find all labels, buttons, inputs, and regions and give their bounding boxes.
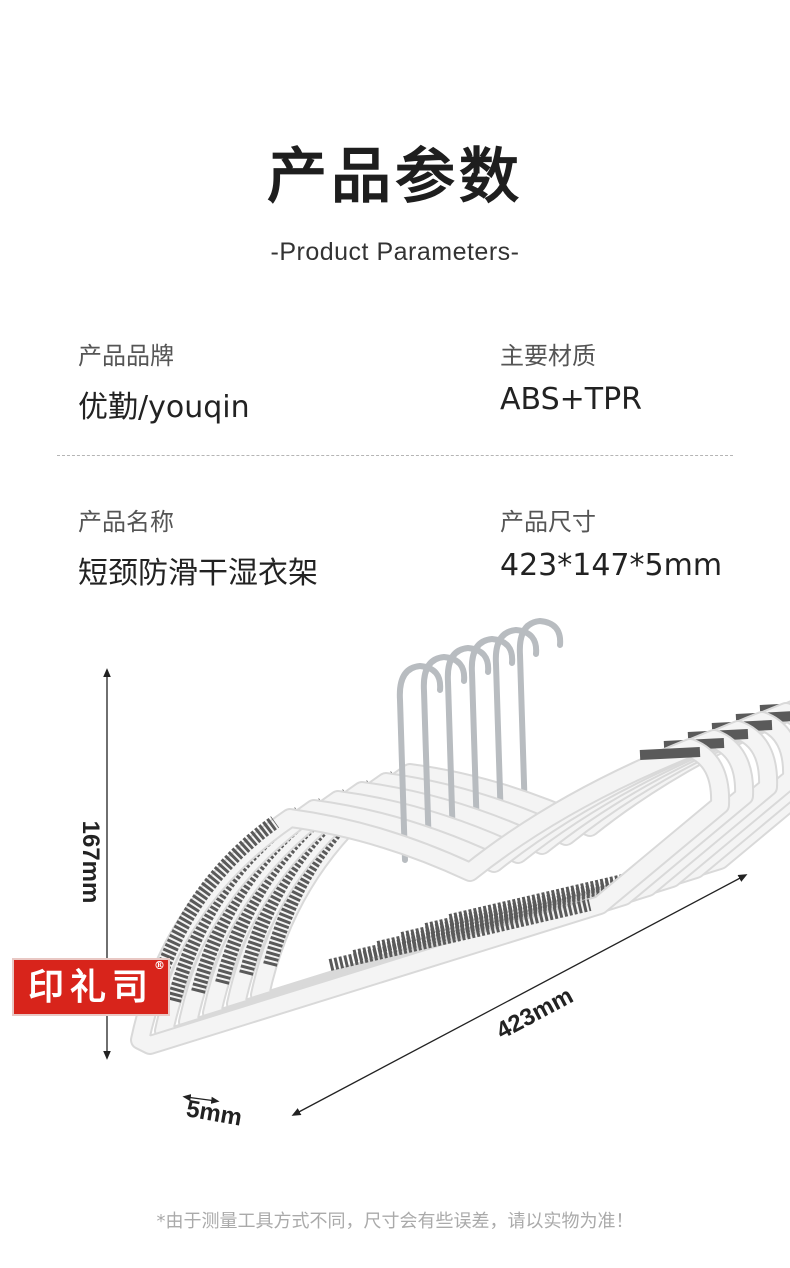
hanger-hook xyxy=(396,662,444,863)
hanger-hook xyxy=(468,635,516,836)
hanger-hook xyxy=(492,626,540,827)
watermark-text: 印礼司 xyxy=(27,966,154,1008)
param-label-size: 产品尺寸 xyxy=(500,508,596,536)
height-dimension-label: 167mm xyxy=(77,820,104,904)
page-subtitle: -Product Parameters- xyxy=(270,238,520,266)
hanger-hook xyxy=(516,617,564,818)
param-value-size: 423*147*5mm xyxy=(500,548,723,583)
watermark-logo: 印礼司 ® xyxy=(12,958,170,1016)
param-label-name: 产品名称 xyxy=(78,508,174,536)
hanger-hook xyxy=(420,653,468,854)
hanger-hook xyxy=(444,644,492,845)
param-label-brand: 产品品牌 xyxy=(78,342,174,370)
footnote: *由于测量工具方式不同，尺寸会有些误差，请以实物为准！ xyxy=(156,1211,634,1232)
page-title: 产品参数 xyxy=(267,142,523,212)
dashed-divider xyxy=(57,455,733,456)
thickness-dimension-line xyxy=(182,1094,220,1104)
registered-mark: ® xyxy=(154,959,165,972)
param-value-brand: 优勤/youqin xyxy=(78,390,250,425)
param-label-material: 主要材质 xyxy=(500,342,596,370)
param-value-name: 短颈防滑干湿衣架 xyxy=(78,556,318,591)
param-value-material: ABS+TPR xyxy=(500,382,643,417)
hanger-grip xyxy=(639,747,701,760)
length-dimension-line xyxy=(291,874,748,1116)
